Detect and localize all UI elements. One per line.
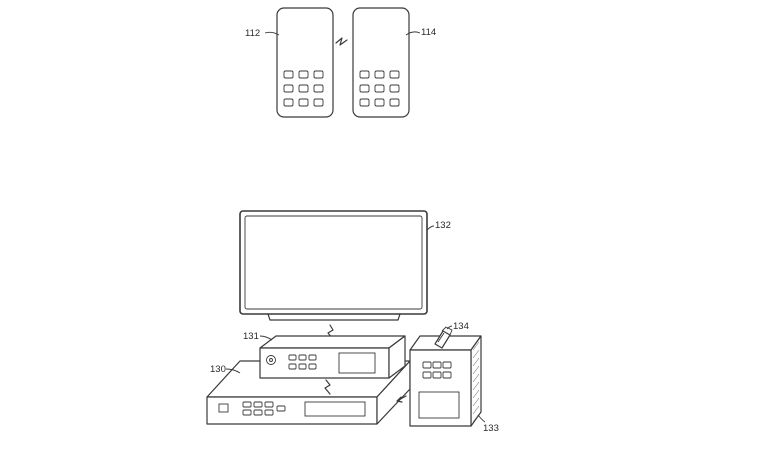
television-display-132: [239, 210, 428, 321]
mobile-phone-112: [276, 7, 334, 118]
wireless-link-phones: [335, 37, 348, 46]
ref-132-text: 132: [435, 220, 451, 231]
ref-112-text: 112: [245, 28, 260, 39]
wall-unit-133: [409, 335, 482, 427]
ref-label-133: 133: [477, 414, 499, 434]
ref-134-text: 134: [453, 321, 469, 332]
ref-label-134: 134: [446, 321, 469, 332]
ref-131-text: 131: [243, 331, 259, 342]
set-top-box-131: [259, 335, 406, 379]
ref-label-132: 132: [426, 220, 451, 231]
ref-label-114: 114: [405, 27, 436, 38]
mobile-phone-114: [352, 7, 410, 118]
ref-label-131: 131: [243, 331, 273, 342]
ref-label-130: 130: [210, 364, 241, 375]
wireless-link-stack: [324, 379, 331, 395]
dongle-device-134: [434, 326, 453, 349]
ref-label-112: 112: [245, 28, 280, 39]
ref-130-text: 130: [210, 364, 226, 375]
ref-133-text: 133: [483, 423, 499, 434]
ref-114-text: 114: [421, 27, 436, 38]
